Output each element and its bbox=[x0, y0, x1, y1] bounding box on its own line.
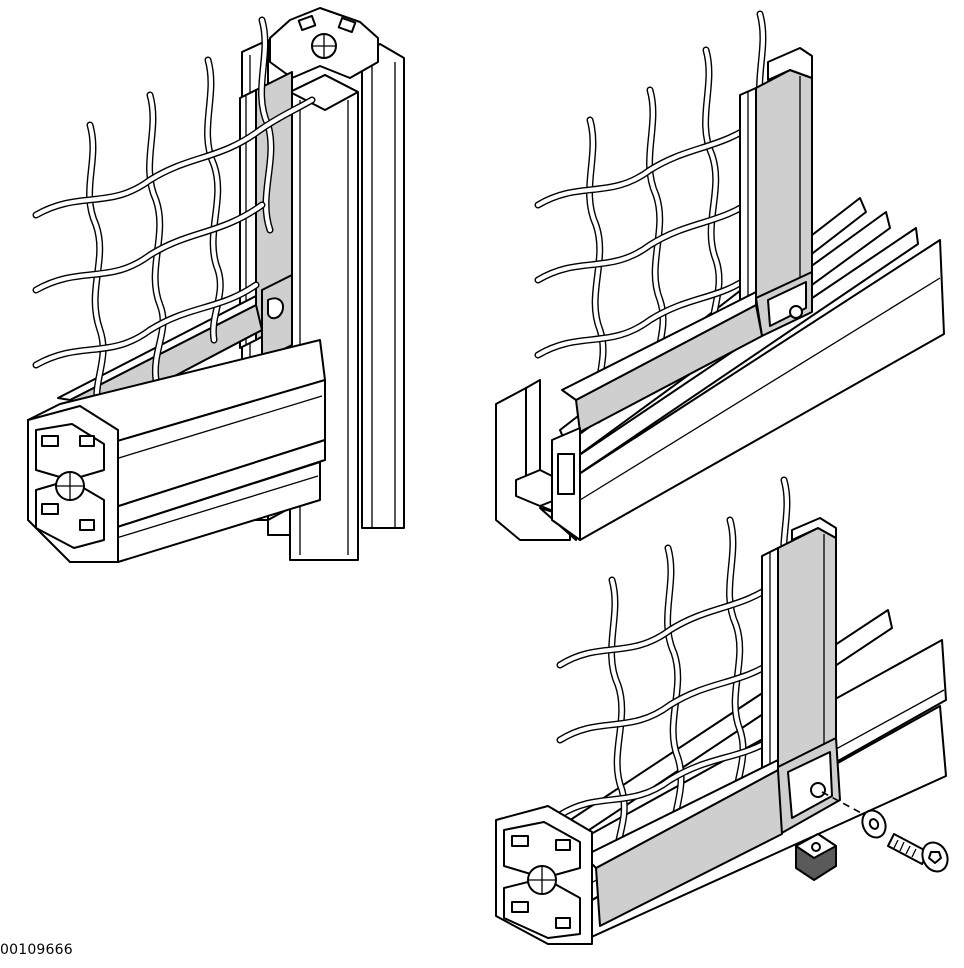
t-slot-nut bbox=[795, 833, 837, 881]
fastener-set bbox=[795, 791, 949, 881]
vertical-frame-strip bbox=[239, 71, 293, 361]
view-3-assembly bbox=[495, 476, 949, 945]
cap-screw bbox=[887, 833, 949, 873]
horizontal-frame-strip-2 bbox=[561, 291, 763, 433]
wire-mesh-3 bbox=[556, 476, 794, 864]
vertical-frame-strip-3 bbox=[761, 517, 837, 791]
vertical-frame-strip-2 bbox=[739, 47, 813, 331]
wire-mesh-1 bbox=[32, 16, 316, 414]
horizontal-profile bbox=[27, 339, 326, 563]
view-1-assembly bbox=[27, 7, 405, 563]
washer bbox=[861, 809, 887, 839]
corner-connector-2 bbox=[755, 271, 813, 337]
floor-profile-front bbox=[495, 379, 581, 541]
view-2-assembly bbox=[495, 10, 945, 541]
profile-end-3 bbox=[495, 805, 593, 945]
part-number-label: 00109666 bbox=[0, 942, 73, 958]
corner-connector-3 bbox=[775, 737, 841, 835]
